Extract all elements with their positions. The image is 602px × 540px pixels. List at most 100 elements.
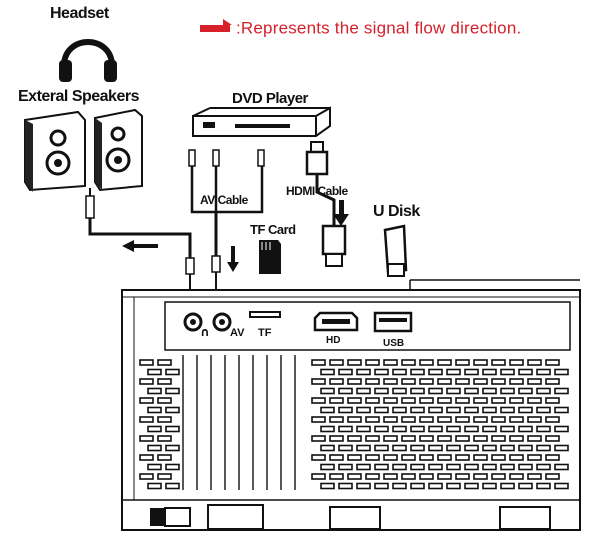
- vent-slot: [347, 397, 362, 404]
- vent-slot: [545, 416, 560, 423]
- vent-slot: [464, 425, 479, 433]
- vent-slot: [536, 444, 551, 452]
- vent-slot: [311, 473, 326, 480]
- vent-slot: [374, 406, 389, 414]
- vent-slot: [545, 397, 560, 404]
- hdmi-port: [313, 311, 359, 332]
- legend-text: :Represents the signal flow direction.: [236, 18, 522, 38]
- vent-slot: [554, 406, 569, 414]
- vent-slot: [410, 444, 425, 452]
- usb-drive-icon: [383, 224, 408, 277]
- vent-slot: [473, 416, 488, 423]
- vent-slot: [374, 368, 389, 376]
- vent-slot: [392, 482, 407, 490]
- vent-slot: [147, 425, 162, 433]
- vent-slot: [482, 444, 497, 452]
- vent-slot: [464, 463, 479, 471]
- vent-slot: [347, 416, 362, 423]
- hd-port-label: HD: [326, 335, 340, 346]
- vent-slot: [165, 368, 180, 376]
- vent-slot: [446, 482, 461, 490]
- vent-slot: [455, 416, 470, 423]
- vent-slot: [500, 387, 515, 395]
- vent-slot: [473, 378, 488, 385]
- vent-slot: [536, 463, 551, 471]
- vent-slot: [165, 387, 180, 395]
- vent-slot: [338, 444, 353, 452]
- vent-slot: [392, 406, 407, 414]
- headphone-port-label: ∩: [200, 325, 210, 339]
- vent-slot: [419, 359, 434, 366]
- vent-slot: [527, 416, 542, 423]
- vent-slot: [428, 463, 443, 471]
- vent-slot: [320, 463, 335, 471]
- vent-slot: [157, 435, 172, 442]
- vent-slot: [320, 368, 335, 376]
- vent-slot: [401, 359, 416, 366]
- vent-slot: [482, 482, 497, 490]
- vent-slot: [147, 368, 162, 376]
- vent-slot: [356, 368, 371, 376]
- av-port: [212, 312, 232, 332]
- vent-slot: [428, 368, 443, 376]
- vent-slot: [165, 482, 180, 490]
- vent-slot: [536, 406, 551, 414]
- vent-slot: [329, 435, 344, 442]
- vent-slot: [374, 387, 389, 395]
- vent-slot: [491, 359, 506, 366]
- tf-slot: [249, 311, 281, 318]
- vent-slot: [500, 463, 515, 471]
- vent-slot: [473, 454, 488, 461]
- vent-slot: [482, 425, 497, 433]
- vent-slot: [347, 378, 362, 385]
- vent-slot: [311, 416, 326, 423]
- rca-plug-icon: [188, 149, 265, 290]
- vent-slot: [157, 473, 172, 480]
- vent-slot: [419, 378, 434, 385]
- vent-slot: [374, 482, 389, 490]
- speakers-label: Exteral Speakers: [18, 88, 139, 105]
- vent-slot: [139, 378, 154, 385]
- vent-slot: [401, 473, 416, 480]
- vent-slot: [491, 454, 506, 461]
- vent-slot: [139, 397, 154, 404]
- vent-slot: [401, 416, 416, 423]
- vent-slot: [419, 435, 434, 442]
- vent-slot: [320, 387, 335, 395]
- vent-slot: [428, 444, 443, 452]
- vent-slot: [428, 406, 443, 414]
- vent-slot: [455, 473, 470, 480]
- vent-slot: [518, 444, 533, 452]
- vent-slot: [464, 368, 479, 376]
- vent-slot: [383, 473, 398, 480]
- vent-slot: [500, 482, 515, 490]
- projector-vents: [139, 355, 569, 490]
- vent-slot: [527, 473, 542, 480]
- vent-slot: [437, 397, 452, 404]
- sd-card-icon: [259, 240, 281, 274]
- vent-slot: [410, 482, 425, 490]
- vent-slot: [491, 397, 506, 404]
- vent-slot: [473, 473, 488, 480]
- vent-slot: [437, 435, 452, 442]
- vent-slot: [455, 435, 470, 442]
- vent-slot: [374, 444, 389, 452]
- vent-slot: [437, 473, 452, 480]
- vent-slot: [437, 416, 452, 423]
- vent-slot: [554, 387, 569, 395]
- vent-slot: [536, 482, 551, 490]
- vent-slot: [482, 387, 497, 395]
- speaker-icon: [24, 110, 86, 192]
- vent-slot: [383, 397, 398, 404]
- vent-slot: [545, 359, 560, 366]
- vent-slot: [338, 482, 353, 490]
- vent-slot: [320, 482, 335, 490]
- vent-slot: [311, 435, 326, 442]
- vent-slot: [482, 368, 497, 376]
- dvd-player-icon: [192, 106, 331, 137]
- vent-slot: [554, 368, 569, 376]
- vent-slot: [392, 463, 407, 471]
- arrow-icon: [200, 19, 232, 33]
- vent-slot: [554, 444, 569, 452]
